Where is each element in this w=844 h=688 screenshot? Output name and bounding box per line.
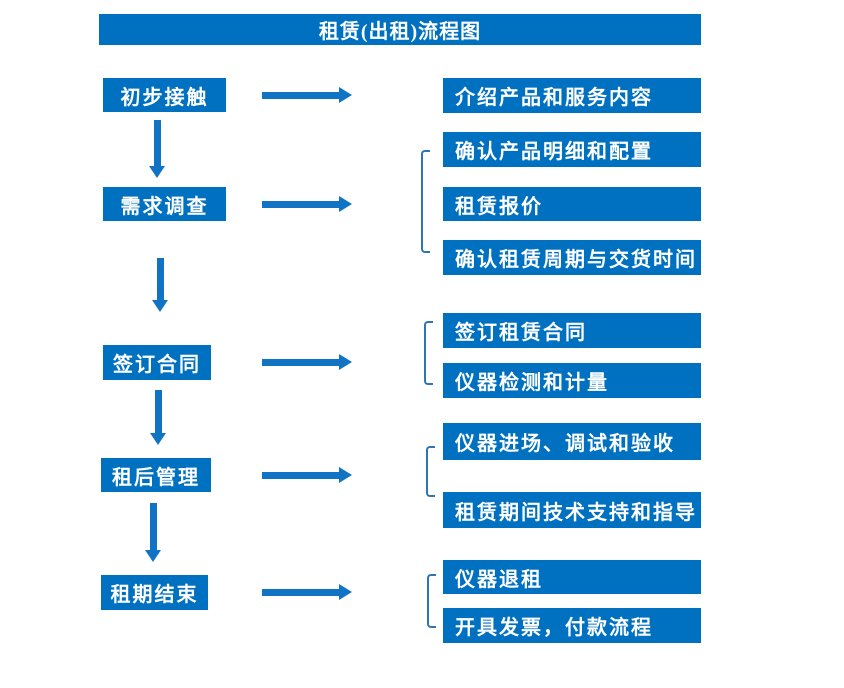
arrow-head-icon: [152, 300, 168, 312]
bracket-post-rental-outputs: [426, 446, 435, 497]
down-arrow-4: [145, 503, 161, 562]
bracket-rental-end-outputs: [427, 574, 436, 628]
output-box-invoice-payment: 开具发票，付款流程: [443, 608, 701, 643]
bracket-demand-survey-outputs: [421, 150, 430, 253]
stage-box-post-rental-mgmt: 租后管理: [101, 458, 211, 492]
right-arrow-rental-end: [262, 584, 352, 600]
stage-box-initial-contact: 初步接触: [103, 78, 226, 112]
arrow-head-icon: [339, 467, 352, 483]
right-arrow-demand-survey: [262, 196, 352, 212]
output-box-rental-quote: 租赁报价: [443, 187, 701, 221]
output-box-sign-rental-contract: 签订租赁合同: [443, 313, 701, 348]
arrow-shaft: [262, 200, 339, 208]
output-box-instrument-return: 仪器退租: [443, 560, 701, 594]
bracket-sign-contract-outputs: [424, 321, 433, 385]
arrow-head-icon: [339, 196, 352, 212]
arrow-head-icon: [339, 584, 352, 600]
right-arrow-initial-contact: [262, 87, 352, 103]
arrow-head-icon: [149, 166, 165, 178]
arrow-shaft: [156, 258, 164, 300]
right-arrow-sign-contract: [262, 354, 352, 370]
arrow-shaft: [153, 120, 161, 166]
stage-box-sign-contract: 签订合同: [103, 345, 211, 380]
output-box-confirm-details: 确认产品明细和配置: [443, 132, 701, 167]
right-arrow-post-rental: [262, 467, 352, 483]
output-box-tech-support: 租赁期间技术支持和指导: [443, 492, 701, 528]
arrow-head-icon: [145, 550, 161, 562]
arrow-shaft: [262, 91, 339, 99]
arrow-head-icon: [150, 433, 166, 445]
arrow-head-icon: [339, 87, 352, 103]
down-arrow-3: [150, 390, 166, 445]
stage-box-rental-end: 租期结束: [101, 575, 208, 610]
arrow-shaft: [262, 471, 339, 479]
output-box-confirm-period: 确认租赁周期与交货时间: [443, 240, 701, 275]
stage-box-demand-survey: 需求调查: [103, 187, 226, 221]
arrow-shaft: [149, 503, 157, 550]
output-box-instrument-setup: 仪器进场、调试和验收: [443, 423, 701, 460]
arrow-shaft: [262, 358, 339, 366]
diagram-title: 租赁(出租)流程图: [99, 14, 701, 45]
down-arrow-1: [149, 120, 165, 178]
output-box-introduce-products: 介绍产品和服务内容: [443, 78, 701, 113]
output-box-instrument-testing: 仪器检测和计量: [443, 363, 701, 398]
arrow-shaft: [262, 588, 339, 596]
arrow-shaft: [154, 390, 162, 433]
down-arrow-2: [152, 258, 168, 312]
arrow-head-icon: [339, 354, 352, 370]
